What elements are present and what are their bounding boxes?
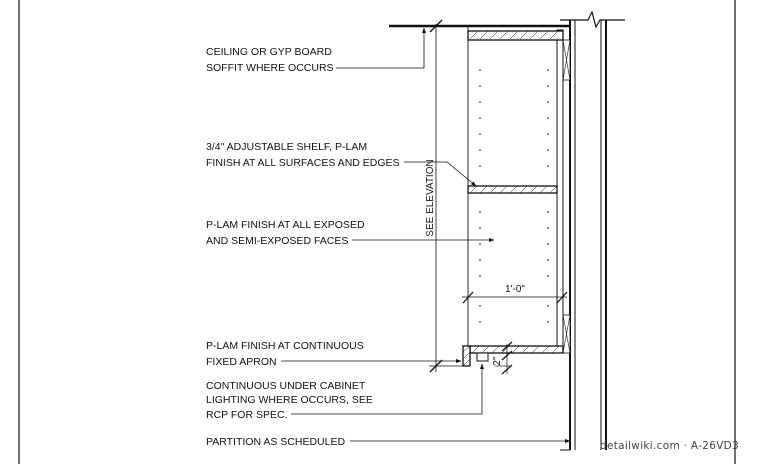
cabinet-bottom [469, 345, 564, 354]
light-fixture [476, 352, 489, 362]
lighting-leader [291, 363, 484, 415]
height-dimension-text: SEE ELEVATION [425, 159, 436, 236]
adjustable-shelf [467, 185, 558, 194]
cabinet-back-panel [556, 29, 564, 353]
leaders [281, 27, 571, 443]
partition-wall [560, 10, 625, 451]
watermark: detailwiki.com · A-26VD3 [600, 440, 739, 452]
note-lighting: CONTINUOUS UNDER CABINET LIGHTING WHERE … [206, 380, 376, 421]
fixed-apron [462, 345, 471, 367]
note-soffit: CEILING OR GYP BOARD SOFFIT WHERE OCCURS [206, 46, 335, 74]
break-line [560, 10, 625, 29]
apron-dimension-text: 2" [492, 356, 503, 366]
apron-dimension [495, 341, 513, 375]
note-apron: P-LAM FINISH AT CONTINUOUS FIXED APRON [206, 340, 367, 368]
cabinet-top [467, 30, 564, 41]
note-faces: P-LAM FINISH AT ALL EXPOSED AND SEMI-EXP… [206, 219, 367, 247]
depth-dimension [462, 291, 568, 304]
shelf-leader [404, 161, 477, 187]
note-partition: PARTITION AS SCHEDULED [206, 436, 345, 448]
depth-dimension-text: 1'-0" [505, 284, 525, 295]
height-dimension [429, 19, 463, 373]
note-shelf: 3/4" ADJUSTABLE SHELF, P-LAM FINISH AT A… [206, 141, 400, 169]
soffit-leader [336, 27, 426, 69]
shelf-pin-holes [479, 69, 549, 323]
wall-blocking [562, 39, 571, 354]
